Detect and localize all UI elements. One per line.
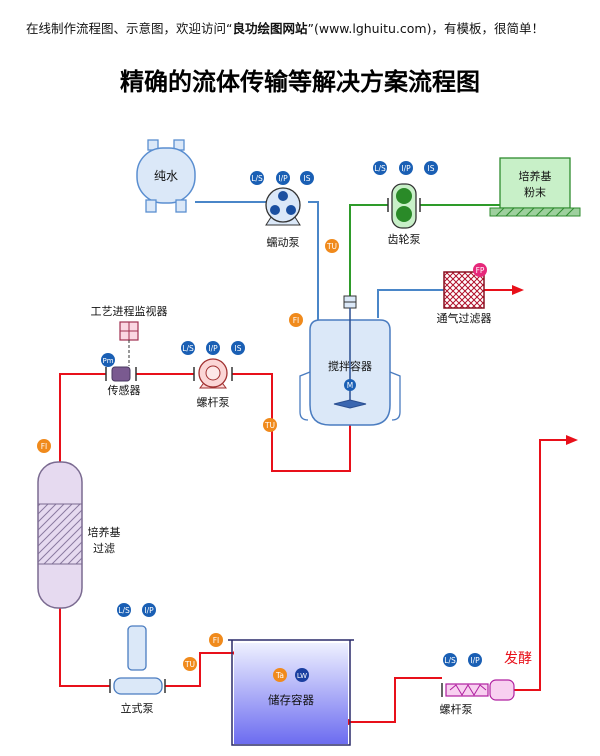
pipe-gear-pump-to-vessel (349, 204, 388, 298)
screw-pump-label: 螺杆泵 (197, 395, 230, 409)
tag-ip: I/P (401, 164, 411, 173)
tag-ls: L/S (118, 606, 130, 615)
pipe-vessel-to-screw-pump (232, 373, 351, 472)
page-title: 精确的流体传输等解决方案流程图 (120, 68, 480, 96)
vertical-pump-tags: L/S I/P (117, 603, 156, 617)
pipe-vertical-pump-to-storage (165, 652, 236, 687)
tag-lw-circle (295, 668, 309, 682)
banner: 在线制作流程图、示意图，欢迎访问“良功绘图网站”(www.lghuitu.com… (26, 18, 544, 37)
pure-water-label: 纯水 (154, 169, 178, 183)
screw-pump-2[interactable]: 螺杆泵 (440, 679, 515, 716)
tag-pm: Pm (102, 357, 113, 365)
tag-is: IS (304, 174, 311, 183)
tag-ta: Ta (275, 671, 284, 680)
tag-tu: TU (326, 242, 337, 251)
tag-tu-circle (263, 418, 277, 432)
tag-fi: FI (41, 442, 48, 451)
tag-is: IS (428, 164, 435, 173)
tag-ip: I/P (208, 344, 218, 353)
pipe-column-to-vertical-pump (59, 600, 110, 687)
storage-vessel[interactable]: Ta LW 储存容器 (228, 639, 354, 746)
pipe-storage-to-screw-pump-2 (348, 677, 442, 723)
screw-pump-2-label: 螺杆泵 (440, 702, 473, 716)
pipe-to-fermentation (514, 439, 566, 691)
tag-fi: FI (213, 636, 220, 645)
media-filter-label-1: 培养基 (88, 525, 121, 539)
stir-vessel[interactable]: M 搅拌容器 (299, 295, 401, 426)
tag-tu-circle (183, 657, 197, 671)
tag-fi-circle (209, 633, 223, 647)
pipe-pump-to-vessel (308, 201, 319, 330)
pipe-vessel-to-vent-filter (377, 289, 444, 318)
tag-ls: L/S (251, 174, 263, 183)
banner-suffix: ”(www.lghuitu.com)，有模板，很简单！ (307, 21, 544, 36)
tag-fi-circle (37, 439, 51, 453)
tag-m: M (347, 381, 353, 390)
tag-lw: LW (297, 672, 307, 680)
tag-ls: L/S (444, 656, 456, 665)
tag-fp: FP (476, 266, 485, 275)
tag-ip: I/P (144, 606, 154, 615)
peristaltic-pump[interactable]: 蠕动泵 (265, 187, 301, 249)
fermentation-label: 发酵 (504, 651, 532, 667)
peristaltic-pump-tags: L/S I/P IS (250, 171, 314, 185)
tag-fi: FI (293, 316, 300, 325)
gear-pump-tags: L/S I/P IS (373, 161, 438, 175)
fermentation-arrow (566, 435, 578, 445)
vent-filter-label: 通气过滤器 (437, 311, 492, 325)
media-filter-column[interactable]: 培养基 过滤 (37, 461, 121, 609)
peristaltic-pump-label: 蠕动泵 (267, 236, 300, 249)
tag-ta-circle (273, 668, 287, 682)
tag-is: IS (235, 344, 242, 353)
media-filter-label-2: 过滤 (93, 542, 115, 555)
banner-prefix: 在线制作流程图、示意图，欢迎访问“ (26, 21, 233, 36)
screw-pump[interactable]: 螺杆泵 (193, 358, 233, 409)
process-monitor-label: 工艺进程监视器 (91, 304, 168, 318)
pure-water-tank[interactable]: 纯水 (136, 139, 196, 213)
tag-tu: TU (264, 421, 275, 430)
vertical-pump-label: 立式泵 (121, 701, 154, 715)
vertical-pump[interactable]: 立式泵 (109, 625, 166, 715)
tag-tu-circle (325, 239, 339, 253)
tag-ip: I/P (278, 174, 288, 183)
sensor-label: 传感器 (108, 384, 141, 397)
medium-powder-tank[interactable]: 培养基 粉末 (489, 157, 581, 217)
gear-pump-label: 齿轮泵 (388, 232, 421, 246)
tag-ls: L/S (374, 164, 386, 173)
tag-fp-circle (473, 263, 487, 277)
screw-pump-2-tags: L/S I/P (443, 653, 482, 667)
process-monitor[interactable]: 工艺进程监视器 (91, 304, 168, 366)
storage-vessel-label: 储存容器 (268, 693, 314, 707)
tag-ip: I/P (470, 656, 480, 665)
tag-ls: L/S (182, 344, 194, 353)
banner-site-name[interactable]: 良功绘图网站 (232, 21, 308, 36)
medium-powder-label-2: 粉末 (524, 185, 546, 199)
sensor[interactable]: 传感器 (105, 366, 141, 397)
motor-m-circle (344, 379, 356, 391)
pipe-sensor-to-column (59, 373, 106, 470)
screw-pump-tags: L/S I/P IS (181, 341, 245, 355)
tag-tu: TU (184, 660, 195, 669)
vent-outlet-arrow (512, 285, 524, 295)
medium-powder-label-1: 培养基 (519, 169, 552, 183)
tag-fi-circle (289, 313, 303, 327)
gear-pump[interactable]: 齿轮泵 (387, 183, 421, 246)
vent-filter[interactable]: FP 通气过滤器 (437, 263, 492, 325)
tag-pm-circle (101, 353, 115, 367)
stir-vessel-label: 搅拌容器 (328, 359, 372, 373)
